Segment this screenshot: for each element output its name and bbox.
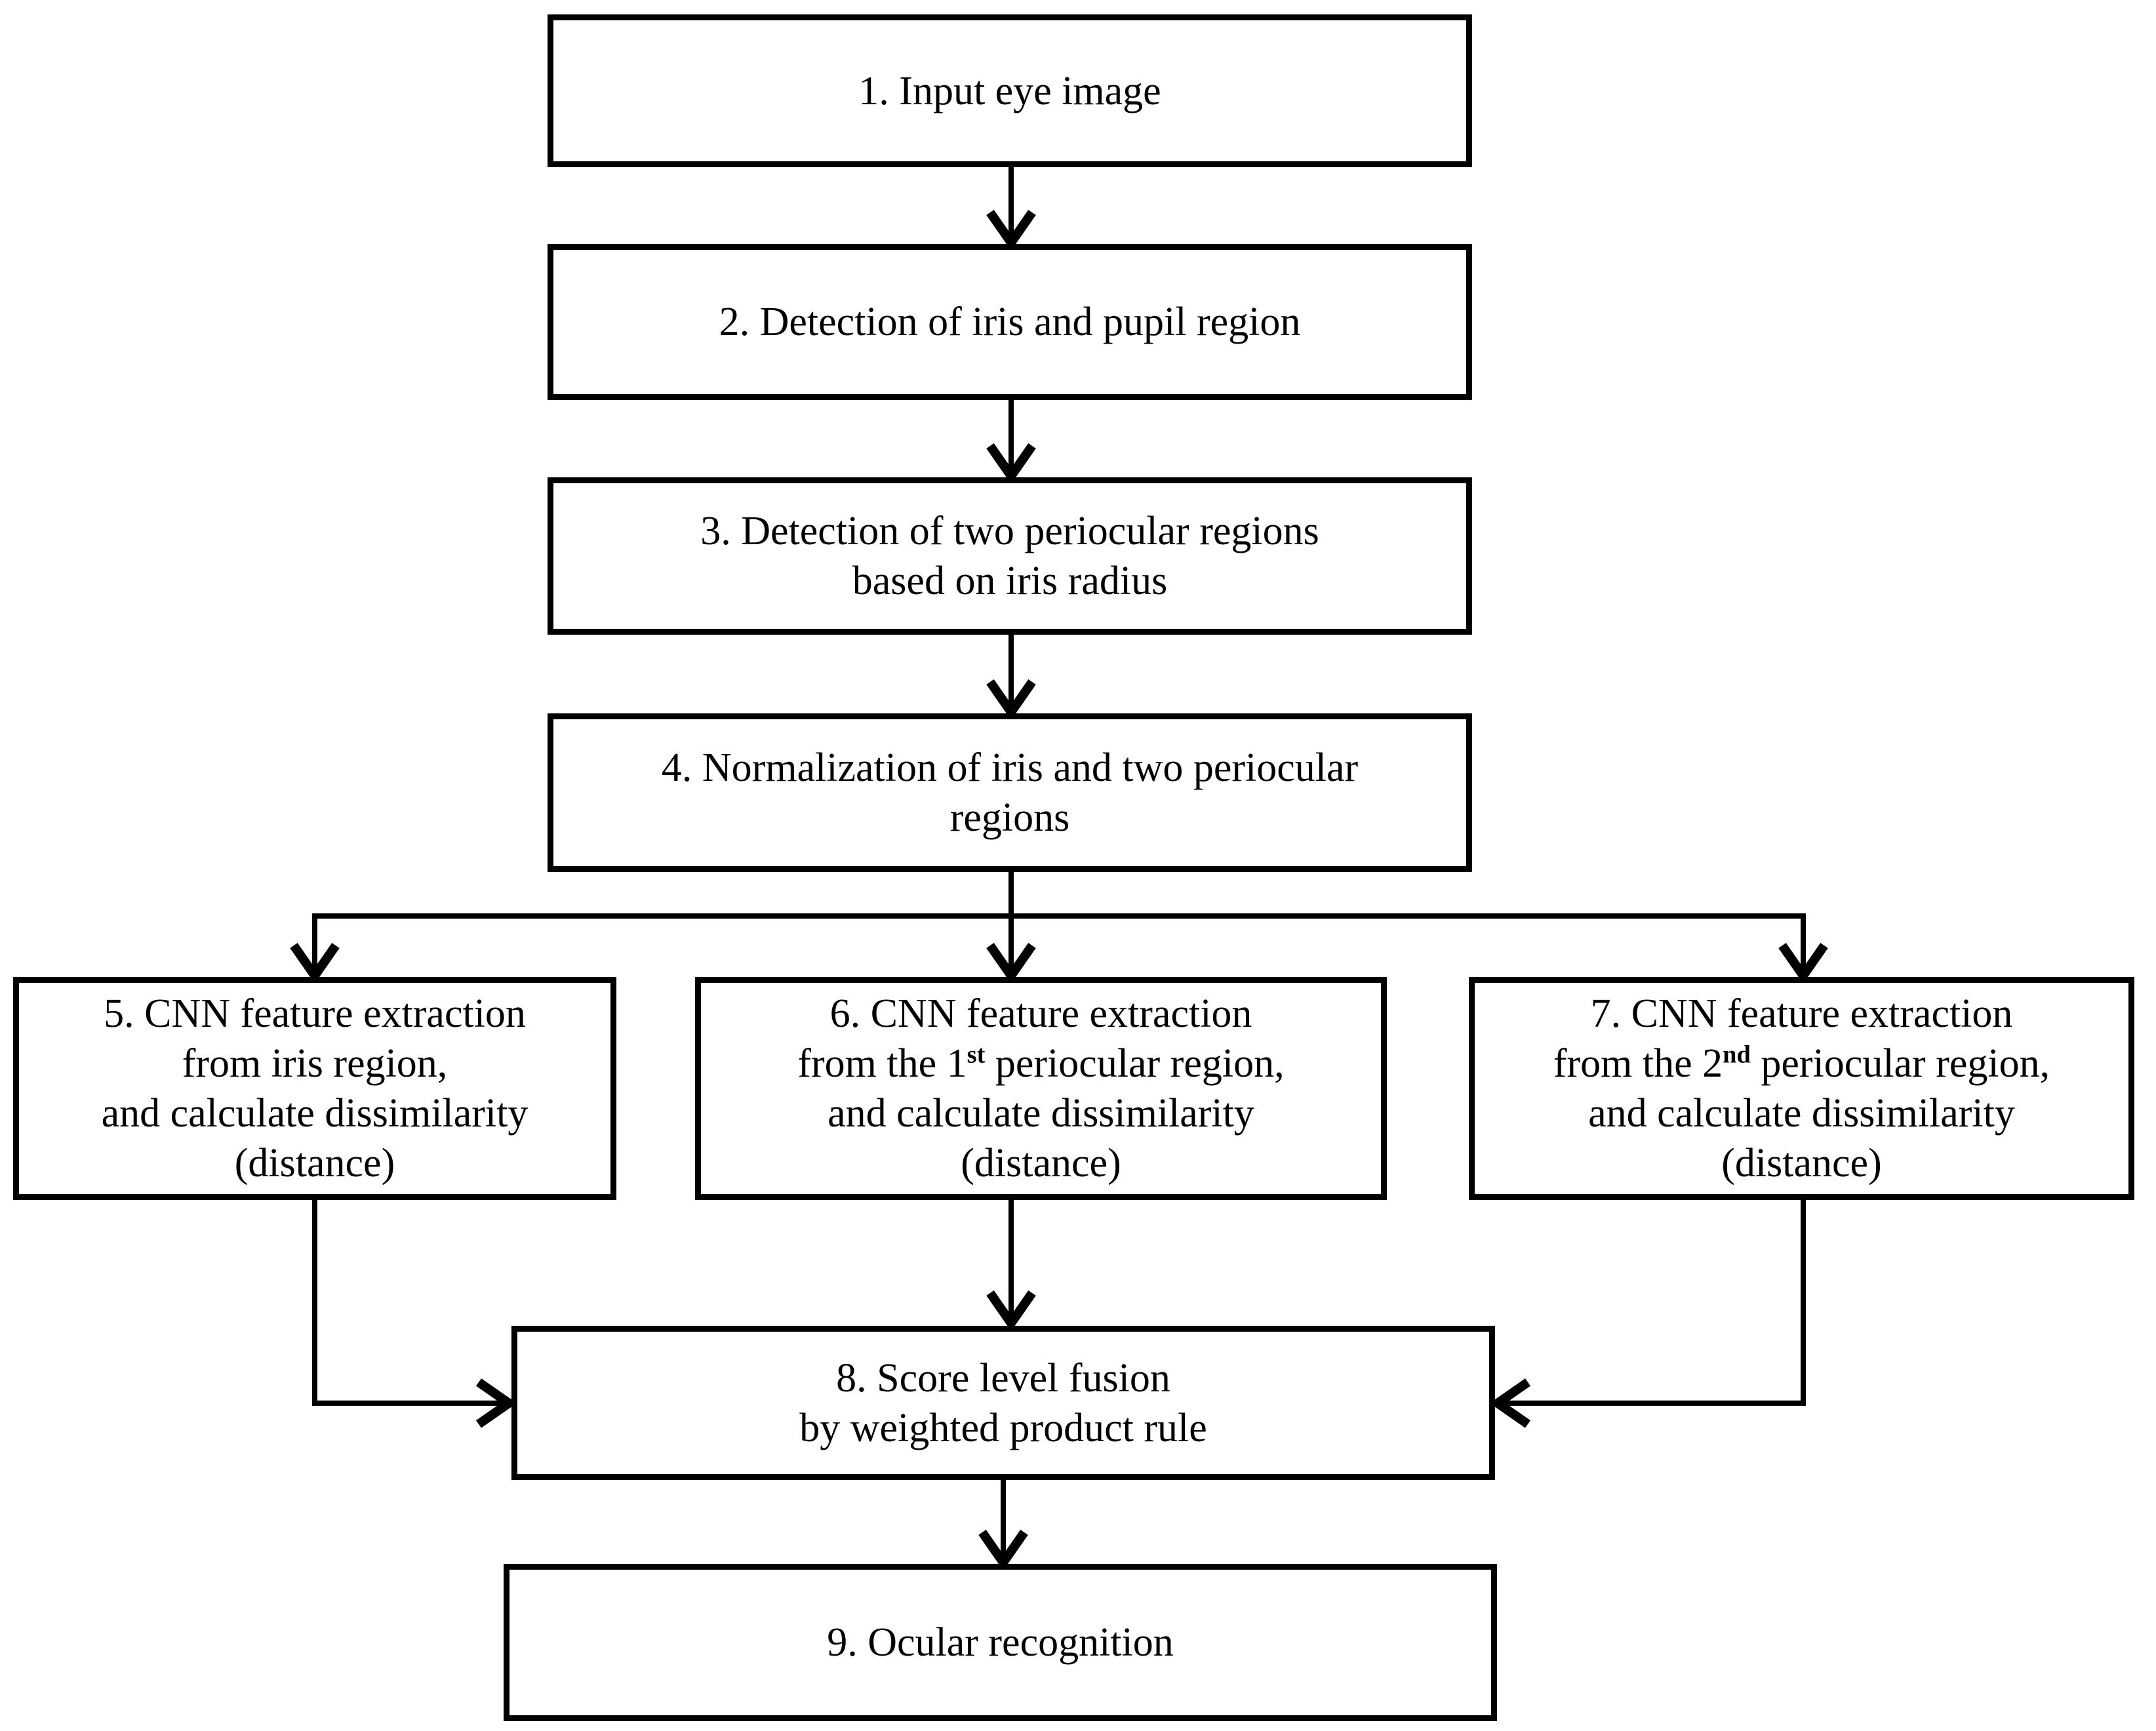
ordinal-superscript: st xyxy=(967,1041,986,1069)
node-line: 8. Score level fusion xyxy=(836,1355,1170,1401)
arrow-4-to-5 xyxy=(290,913,340,984)
node-line-text: periocular region, xyxy=(985,1041,1285,1086)
arrow-5-to-8 xyxy=(312,1200,517,1428)
node-line-text: periocular region, xyxy=(1750,1041,2050,1086)
branch-stem-and-bar xyxy=(315,872,1803,919)
arrow-1-to-2 xyxy=(986,167,1036,251)
node-line: 6. CNN feature extraction xyxy=(829,991,1252,1036)
node-8-score-level-fusion: 8. Score level fusion by weighted produc… xyxy=(511,1326,1495,1480)
node-line: (distance) xyxy=(961,1141,1121,1185)
node-line: from iris region, xyxy=(182,1041,448,1086)
node-2-detection-iris-pupil: 2. Detection of iris and pupil region xyxy=(548,244,1472,400)
node-line: 7. CNN feature extraction xyxy=(1590,991,2013,1036)
node-line-text: from the 2 xyxy=(1553,1041,1723,1086)
arrow-4-to-7 xyxy=(1778,913,1828,984)
node-label: 9. Ocular recognition xyxy=(827,1620,1174,1665)
node-line-text: from the 1 xyxy=(797,1041,967,1086)
node-7-cnn-second-periocular: 7. CNN feature extraction from the 2nd p… xyxy=(1469,977,2134,1200)
node-1-input-eye-image: 1. Input eye image xyxy=(548,14,1472,167)
node-line: (distance) xyxy=(234,1141,395,1185)
ordinal-superscript: nd xyxy=(1723,1041,1751,1069)
node-line: (distance) xyxy=(1721,1141,1882,1185)
node-line: 4. Normalization of iris and two periocu… xyxy=(661,746,1359,790)
node-line: regions xyxy=(949,795,1070,840)
arrow-7-to-8 xyxy=(1489,1200,1806,1428)
node-9-ocular-recognition: 9. Ocular recognition xyxy=(504,1564,1497,1721)
node-line: and calculate dissimilarity xyxy=(1588,1091,2015,1136)
node-5-cnn-iris: 5. CNN feature extraction from iris regi… xyxy=(13,977,616,1200)
node-line: 3. Detection of two periocular regions xyxy=(700,509,1319,553)
node-line: 5. CNN feature extraction xyxy=(104,991,526,1036)
node-6-cnn-first-periocular: 6. CNN feature extraction from the 1st p… xyxy=(695,977,1387,1200)
arrow-3-to-4 xyxy=(986,635,1036,721)
arrow-6-to-8 xyxy=(986,1200,1036,1332)
arrow-2-to-3 xyxy=(986,400,1036,485)
node-line: from the 2nd periocular region, xyxy=(1553,1039,2050,1088)
node-line: and calculate dissimilarity xyxy=(101,1091,529,1136)
arrow-8-to-9 xyxy=(978,1480,1028,1571)
node-line: and calculate dissimilarity xyxy=(828,1091,1254,1136)
arrow-4-to-6 xyxy=(986,916,1036,984)
node-label: 1. Input eye image xyxy=(858,68,1161,113)
node-line: from the 1st periocular region, xyxy=(797,1039,1284,1088)
node-label: 2. Detection of iris and pupil region xyxy=(719,300,1301,344)
node-4-normalization: 4. Normalization of iris and two periocu… xyxy=(548,713,1472,872)
node-line: by weighted product rule xyxy=(799,1405,1207,1450)
node-line: based on iris radius xyxy=(852,559,1168,603)
node-3-detection-periocular-regions: 3. Detection of two periocular regions b… xyxy=(548,477,1472,635)
